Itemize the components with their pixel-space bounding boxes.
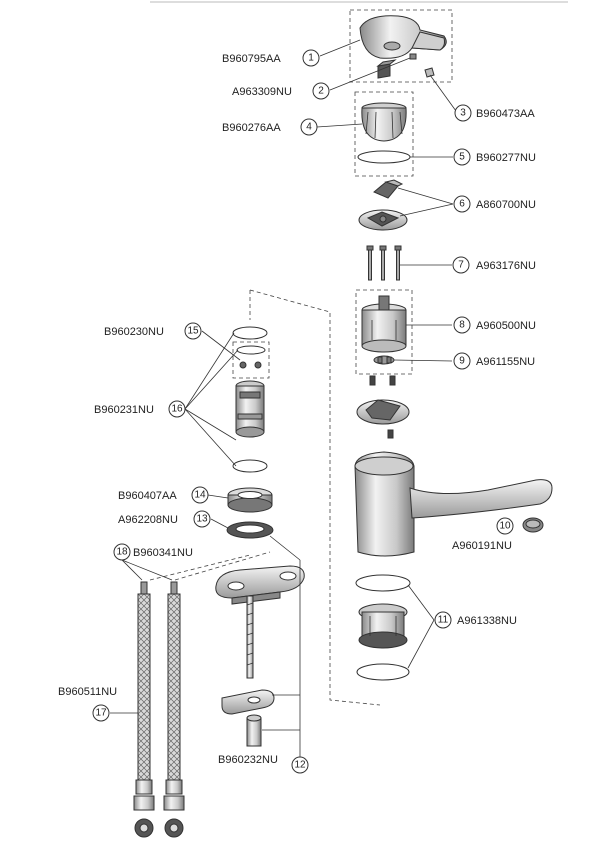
alignment-guide-hoses [149,551,271,581]
handle-lever [359,15,447,59]
callout-number: 4 [306,122,312,133]
mounting-screws [366,245,402,281]
part-code: B960231NU [94,404,154,416]
callout-number: 7 [458,260,464,271]
callout-17: 17 B960511NU [58,686,117,722]
faucet-body [354,451,553,557]
base-ring-bottom [356,663,410,681]
lock-nut [227,487,273,513]
part-code: A960500NU [476,320,536,332]
callout-number: 18 [116,547,128,558]
callout-number: 3 [460,108,466,119]
part-code: B960341NU [133,547,193,559]
oring-kit-box [232,341,270,379]
part-code: B960232NU [218,754,278,766]
callout-9: 9 A961155NU [453,352,535,370]
part-code: A963176NU [476,260,536,272]
part-code: B960473AA [476,108,535,120]
part-code: A960191NU [452,540,512,552]
callout-number: 1 [308,53,314,64]
part-code: A963309NU [232,86,292,98]
leader-lines [110,39,457,765]
callout-10: 10 A960191NU [452,517,514,552]
part-code: B960407AA [118,490,177,502]
cartridge-group-box [355,289,413,375]
alignment-guide-right [249,289,381,706]
mounting-plate [215,565,305,605]
callout-7: 7 A963176NU [452,256,536,274]
aerator [522,517,544,533]
base-ring-top [355,574,411,592]
callout-number: 11 [438,615,449,626]
callout-number: 15 [187,326,199,337]
callout-number: 8 [459,320,465,331]
callout-8: 8 A960500NU [453,316,536,334]
flex-hose-left [133,581,155,838]
cover-group-box [354,91,414,177]
callout-15: 15 B960230NU [104,322,202,340]
callout-12: 12 B960232NU [218,754,309,774]
callout-number: 13 [196,514,208,525]
part-code: A961155NU [476,356,535,368]
lower-seal-ring [232,459,268,473]
part-code: B960511NU [58,686,117,698]
small-orings [236,345,266,369]
handle-group-box [349,9,453,83]
callout-14: 14 B960407AA [118,486,209,504]
part-code: B960230NU [104,326,164,338]
cartridge-seals [373,355,395,365]
callout-18: 18 B960341NU [113,543,193,561]
o-ring-seal [357,150,411,164]
cartridge-nut [358,179,408,231]
ceramic-cartridge [361,295,407,353]
callout-number: 10 [499,521,511,532]
plug-screw [424,67,435,78]
upper-seal-ring [232,326,268,340]
part-code: B960277NU [476,152,536,164]
callout-4: 4 B960276AA [222,118,318,136]
dome-cover [361,102,407,142]
callout-number: 14 [194,490,206,501]
diverter-body [235,380,265,438]
callout-13: 13 A962208NU [118,510,211,528]
callout-5: 5 B960277NU [453,148,536,166]
part-code: A961338NU [457,615,517,627]
threaded-stud [246,595,254,679]
callout-2: 2 A963309NU [232,82,330,100]
callout-3: 3 B960473AA [454,104,535,122]
callout-number: 12 [294,760,306,771]
part-code: A962208NU [118,514,178,526]
set-screw [409,53,417,60]
long-nut [246,714,262,747]
rubber-gasket [226,521,274,539]
part-code: B960795AA [222,53,281,65]
callout-number: 6 [459,199,465,210]
horseshoe-clamp [221,689,275,715]
base-flange [358,603,408,649]
part-code: A860700NU [476,199,536,211]
callout-number: 9 [459,356,465,367]
callout-number: 16 [171,404,183,415]
callout-number: 5 [459,152,465,163]
callout-16: 16 B960231NU [94,400,186,418]
flex-hose-right [163,581,185,838]
cartridge-base [356,375,410,439]
callout-6: 6 A860700NU [453,195,536,213]
callout-number: 2 [318,86,324,97]
callout-1: 1 B960795AA [222,49,320,67]
part-code: B960276AA [222,122,281,134]
callout-number: 17 [95,708,107,719]
handle-cap [376,59,397,79]
callout-11: 11 A961338NU [434,611,517,629]
